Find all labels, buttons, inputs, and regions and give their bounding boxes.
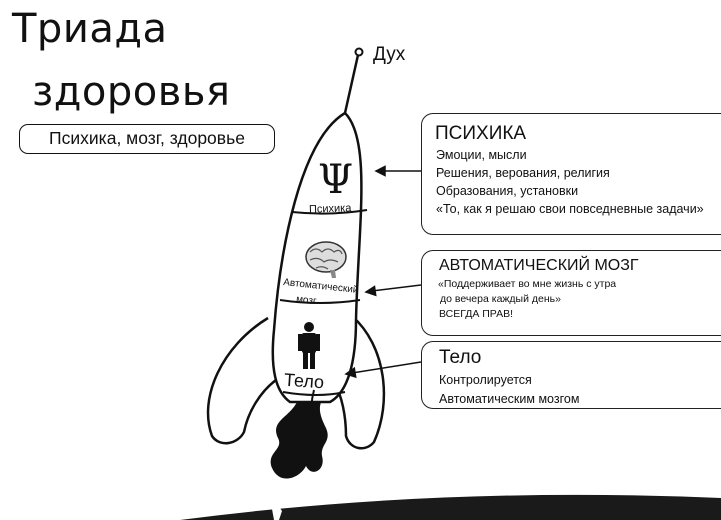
antenna — [343, 54, 360, 114]
body-line: Автоматическим мозгом — [439, 392, 580, 406]
brain-rocket-label-line2: мозг — [295, 293, 318, 308]
divider-psyche — [291, 209, 368, 215]
brain-line: ВСЕГДА ПРАВ! — [439, 308, 514, 320]
person-icon — [298, 322, 320, 369]
arrow-body — [344, 361, 422, 379]
brain-info-box: АВТОМАТИЧЕСКИЙ МОЗГ «Поддерживает во мне… — [421, 250, 721, 336]
arrow-brain — [364, 284, 422, 297]
psyche-line: «То, как я решаю свои повседневные задач… — [436, 202, 704, 216]
body-heading: Тело — [439, 347, 482, 368]
brain-icon — [305, 241, 347, 278]
exhaust-flame — [270, 400, 328, 479]
psyche-symbol: Ψ — [318, 157, 354, 203]
brain-line: «Поддерживает во мне жизнь с утра — [438, 278, 617, 290]
ground-speck — [272, 505, 282, 520]
subtitle-pill: Психика, мозг, здоровье — [19, 124, 275, 154]
brain-heading: АВТОМАТИЧЕСКИЙ МОЗГ — [439, 257, 639, 274]
left-fin — [206, 316, 277, 445]
antenna-tip — [354, 47, 364, 57]
divider-bottom — [282, 391, 346, 396]
psyche-line: Образования, установки — [436, 184, 579, 198]
psyche-rocket-label: Психика — [308, 202, 352, 216]
psyche-line: Решения, верования, религия — [436, 166, 610, 180]
body-rocket-label: Тело — [283, 369, 325, 393]
ground-arc — [180, 494, 721, 520]
psyche-line: Эмоции, мысли — [436, 148, 527, 162]
spirit-label: Дух — [373, 44, 406, 65]
body-info-box: Тело Контролируется Автоматическим мозго… — [421, 341, 721, 409]
rocket-center-fin — [310, 389, 321, 447]
brain-line: до вечера каждый день» — [440, 293, 561, 305]
body-line: Контролируется — [439, 373, 532, 387]
psyche-info-box: ПСИХИКА Эмоции, мысли Решения, верования… — [421, 113, 721, 235]
title-line-1: Триада — [12, 6, 168, 52]
divider-brain — [279, 299, 361, 304]
psyche-heading: ПСИХИКА — [435, 123, 527, 144]
title-line-2: здоровья — [32, 69, 231, 115]
arrow-psyche — [374, 165, 421, 177]
